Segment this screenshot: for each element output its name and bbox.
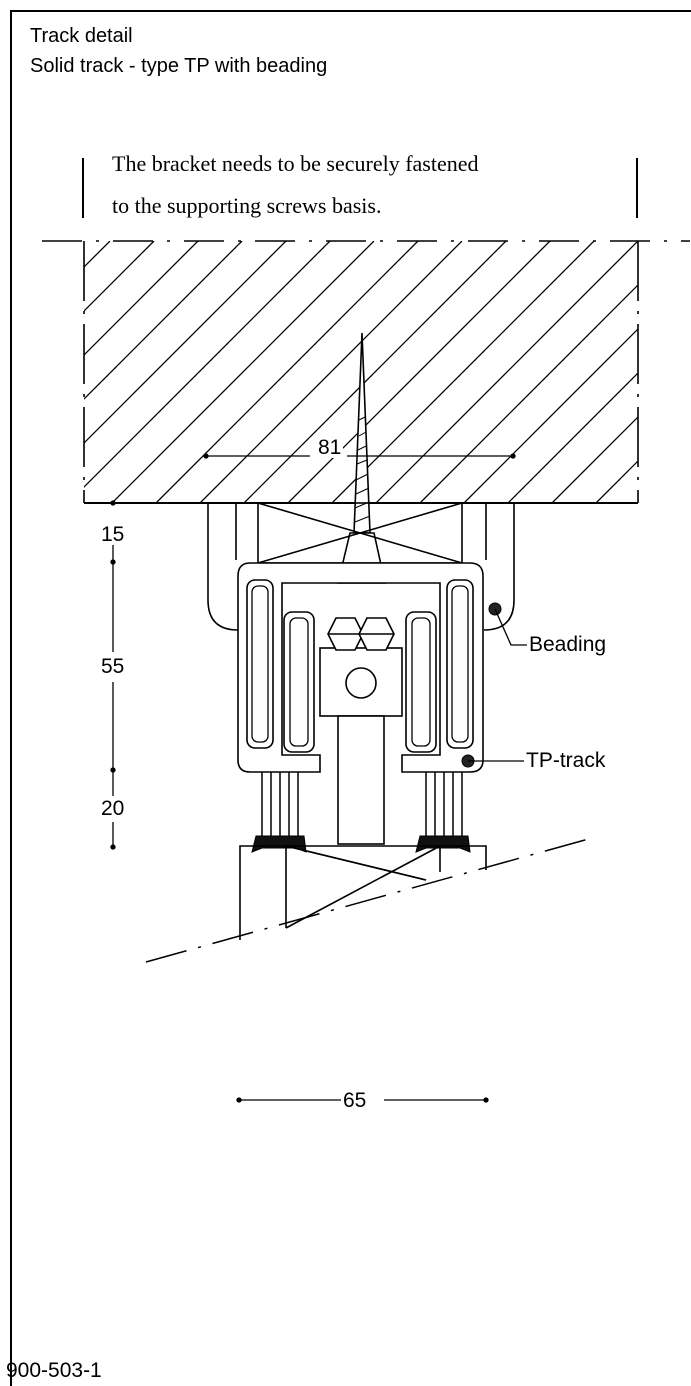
roller-axle xyxy=(345,667,377,699)
hatch-line xyxy=(84,241,287,444)
tp-track-label: TP-track xyxy=(526,749,606,772)
hatch-line xyxy=(595,460,638,503)
hatch-line xyxy=(463,328,638,503)
note-line-1: The bracket needs to be securely fastene… xyxy=(112,151,479,176)
hatch-line xyxy=(375,241,638,503)
tp-track-body xyxy=(237,562,484,845)
detail-title: Track detail xyxy=(30,25,133,47)
note-guide-lines xyxy=(82,158,638,218)
mounting-bracket xyxy=(207,502,515,631)
door-break-line xyxy=(145,837,593,963)
hatch-line xyxy=(155,241,419,503)
note-line-2: to the supporting screws basis. xyxy=(112,193,382,218)
hatch-line xyxy=(0,241,66,503)
sheet-frame xyxy=(10,10,691,1386)
hatch-line xyxy=(111,241,375,503)
hatch-line xyxy=(287,241,551,503)
door-leaf xyxy=(239,845,487,940)
door-diagonals xyxy=(285,845,427,881)
drawing-number: 900-503-1 xyxy=(6,1359,102,1382)
hatch-line xyxy=(84,241,331,488)
hex-nuts xyxy=(327,617,395,651)
screw xyxy=(336,332,386,584)
detail-subtitle: Solid track - type TP with beading xyxy=(30,55,328,77)
dimension-81-label: 81 xyxy=(316,436,344,459)
dimension-20-label: 20 xyxy=(101,797,125,820)
hatch-line xyxy=(640,241,691,503)
height-dimension-chain xyxy=(110,500,116,850)
carrier-rails xyxy=(261,772,463,836)
dimension-81-line xyxy=(203,453,516,459)
hatch-line xyxy=(684,241,691,503)
dimension-55-label: 55 xyxy=(101,655,125,678)
dimension-65-line xyxy=(236,1097,489,1103)
ceiling-hatching xyxy=(0,241,691,503)
hatch-line xyxy=(331,241,595,503)
hatch-line xyxy=(84,241,243,400)
dimension-65-label: 65 xyxy=(343,1089,367,1112)
beading-label: Beading xyxy=(529,633,607,656)
hatch-line xyxy=(419,284,638,503)
hatch-line xyxy=(243,241,507,503)
hatch-line xyxy=(84,241,199,356)
track-inner-lines xyxy=(251,585,469,747)
hatch-line xyxy=(507,372,638,503)
leader-lines xyxy=(468,608,527,762)
hatch-line xyxy=(84,241,155,312)
dimension-15-label: 15 xyxy=(101,523,125,546)
hatch-line xyxy=(199,241,463,503)
hatch-line xyxy=(84,241,111,268)
hatch-line xyxy=(551,416,638,503)
